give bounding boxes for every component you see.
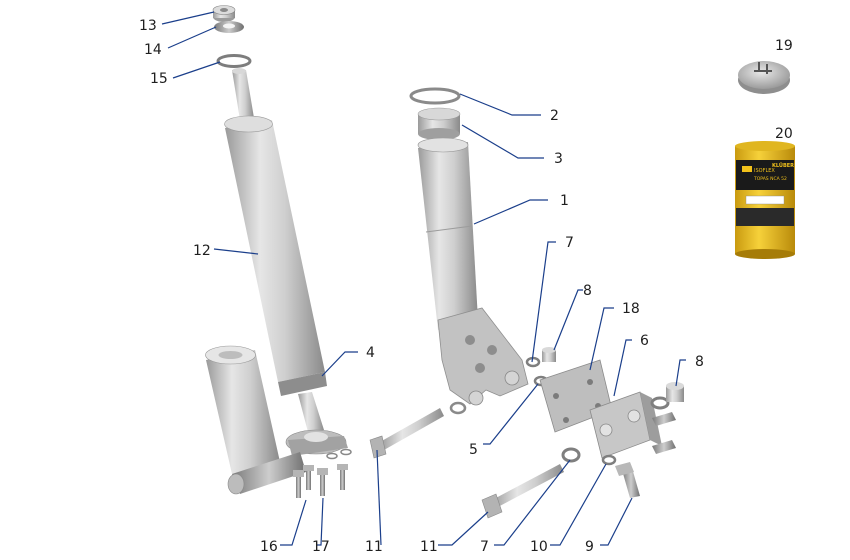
damper-canister — [205, 345, 306, 495]
part-8-spacer-upper — [542, 347, 556, 362]
part-6-bracket-block — [589, 391, 662, 459]
part-4-base-flange — [285, 429, 348, 456]
part-11-bolt-upper — [369, 408, 444, 459]
callout-8-right: 8 — [695, 354, 704, 370]
callout-9: 9 — [585, 539, 594, 555]
callout-7-lower: 7 — [480, 539, 489, 555]
callout-11-right: 11 — [420, 539, 438, 555]
callout-12: 12 — [193, 243, 211, 259]
callout-13: 13 — [139, 18, 157, 34]
callout-6: 6 — [640, 333, 649, 349]
part-2-ring — [409, 87, 461, 105]
part-13-nut — [212, 5, 236, 22]
callout-4: 4 — [366, 345, 375, 361]
part-1-outer-tube — [417, 137, 529, 415]
part-7-washer-lower — [561, 447, 581, 463]
callout-18: 18 — [622, 301, 640, 317]
callout-7-upper: 7 — [565, 235, 574, 251]
part-17-bolts — [317, 448, 352, 496]
grease-can-brand: KLÜBER — [772, 162, 794, 169]
callout-5: 5 — [469, 442, 478, 458]
part-7-washer-upper — [525, 356, 541, 368]
part-15-ring — [216, 54, 252, 68]
part-10-washer — [601, 454, 617, 466]
part-11-bolt-lower — [481, 464, 564, 519]
part-16-bolts — [293, 465, 314, 498]
callout-19: 19 — [775, 38, 793, 54]
part-side-screws — [652, 412, 676, 454]
part-9-screw — [615, 462, 640, 498]
callout-numbers: 13 14 15 12 4 2 3 1 7 8 18 6 8 5 19 20 1… — [139, 18, 793, 555]
callout-10: 10 — [530, 539, 548, 555]
callout-14: 14 — [144, 42, 162, 58]
part-3-bushing — [417, 107, 461, 140]
part-19-tool-disk — [738, 61, 790, 94]
callout-1: 1 — [560, 193, 569, 209]
part-12-strut-cylinder — [224, 68, 327, 432]
part-20-grease-can: ISOFLEX TOPAS NCA 52 KLÜBER — [735, 141, 795, 259]
part-14-washer — [214, 21, 244, 33]
callout-17: 17 — [312, 539, 330, 555]
callout-16: 16 — [260, 539, 278, 555]
callout-8-upper: 8 — [583, 283, 592, 299]
callout-11-left: 11 — [365, 539, 383, 555]
part-8-spacer-right — [650, 382, 684, 410]
grease-can-line1: ISOFLEX — [754, 168, 775, 174]
grease-can-line2: TOPAS NCA 52 — [753, 176, 787, 182]
callout-15: 15 — [150, 71, 168, 87]
callout-2: 2 — [550, 108, 559, 124]
leader-lines — [161, 11, 686, 546]
callout-3: 3 — [554, 151, 563, 167]
callout-20: 20 — [775, 126, 793, 142]
